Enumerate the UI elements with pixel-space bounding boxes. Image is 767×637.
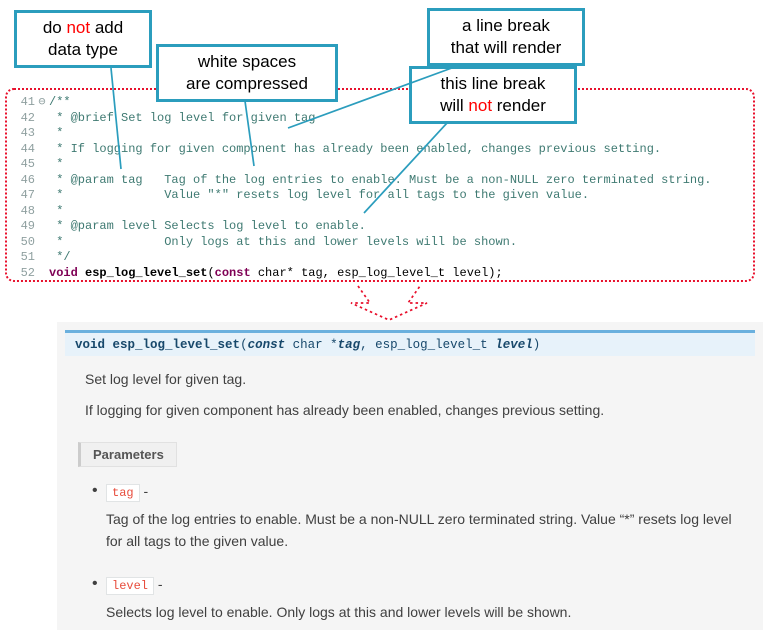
list-item: level - Selects log level to enable. Onl… (92, 575, 743, 623)
const-keyword: const (247, 338, 286, 352)
code-line-declaration: 52 void esp_log_level_set(const char* tag… (11, 266, 753, 282)
param-description: Tag of the log entries to enable. Must b… (106, 511, 732, 549)
code-line: 51 */ (11, 250, 753, 266)
code-line: 43 * (11, 126, 753, 142)
code-text: * @param tag Tag of the log entries to e… (49, 172, 712, 187)
code-line: 47 * Value "*" resets log level for all … (11, 188, 753, 204)
param-code-chip: level (106, 577, 155, 595)
callout-whitespace-compressed: white spaces are compressed (156, 44, 338, 102)
brief-description: Set log level for given tag. (85, 371, 247, 387)
param-head: level - (106, 576, 743, 595)
param-name: level (495, 338, 533, 352)
callout-line-break-renders: a line break that will render (427, 8, 585, 66)
code-token: char* tag, esp_log_level_t level); (250, 265, 503, 280)
return-type: void (75, 338, 106, 352)
line-number: 52 (20, 265, 35, 280)
detailed-description: If logging for given component has alrea… (85, 402, 605, 418)
code-text: /** (49, 95, 71, 109)
fold-icon: ⊖ (38, 95, 46, 109)
code-line: 49 * @param level Selects log level to e… (11, 219, 753, 235)
param-type: esp_log_level_t (375, 338, 488, 352)
list-item: tag - Tag of the log entries to enable. … (92, 482, 743, 552)
param-name: tag (337, 338, 361, 352)
parameters-heading: Parameters (78, 442, 177, 467)
callout-text: that will render (450, 38, 562, 57)
param-head: tag - (106, 483, 743, 502)
code-line: 41⊖/** (11, 95, 753, 111)
code-text: * If logging for given component has alr… (49, 141, 662, 156)
code-line: 44 * If logging for given component has … (11, 142, 753, 158)
code-token: esp_log_level_set (85, 265, 208, 280)
code-token (78, 266, 85, 280)
line-number: 47 (20, 188, 35, 202)
code-text: * Value "*" resets log level for all tag… (49, 188, 590, 202)
line-number: 43 (20, 126, 35, 140)
code-text: * Only logs at this and lower levels wil… (49, 234, 518, 249)
callout-text: do not add (42, 18, 124, 37)
dotted-arrow-icon (350, 285, 428, 321)
parameter-list: tag - Tag of the log entries to enable. … (57, 482, 763, 623)
code-editor: 41⊖/** 42 * @brief Set log level for giv… (5, 88, 755, 282)
code-line: 48 * (11, 204, 753, 220)
callout-text: a line break (462, 16, 550, 35)
line-number: 46 (20, 172, 35, 187)
code-text: */ (49, 250, 71, 264)
code-text: * (49, 157, 64, 171)
code-line: 46 * @param tag Tag of the log entries t… (11, 173, 753, 189)
highlighted-word: not (468, 96, 493, 115)
rendered-docs: void esp_log_level_set(const char *tag, … (57, 322, 763, 630)
function-name: esp_log_level_set (112, 338, 241, 352)
code-line: 45 * (11, 157, 753, 173)
code-line: 42 * @brief Set log level for given tag (11, 111, 753, 127)
code-text: * @param level Selects log level to enab… (49, 219, 366, 233)
code-line: 50 * Only logs at this and lower levels … (11, 235, 753, 251)
callout-text: white spaces (197, 52, 297, 71)
line-number: 45 (20, 157, 35, 171)
param-code-chip: tag (106, 484, 140, 502)
callout-line-break-not-render: this line break will not render (409, 66, 577, 124)
code-token: void (49, 265, 78, 280)
function-signature: void esp_log_level_set(const char *tag, … (65, 330, 755, 356)
code-text: * (49, 203, 64, 218)
line-number: 48 (20, 203, 35, 218)
code-text: * (49, 126, 64, 140)
code-text: * @brief Set log level for given tag (49, 110, 316, 125)
highlighted-word: not (66, 18, 91, 37)
line-number: 41 (20, 95, 35, 109)
callout-text: data type (48, 40, 118, 59)
line-number: 50 (20, 234, 35, 249)
line-number: 42 (20, 110, 35, 125)
line-number: 49 (20, 219, 35, 233)
code-token: ( (207, 265, 215, 280)
callout-text: are compressed (186, 74, 308, 93)
line-number: 51 (20, 250, 35, 264)
callout-no-data-type: do not add data type (14, 10, 152, 68)
code-token: const (214, 265, 251, 280)
param-description: Selects log level to enable. Only logs a… (106, 604, 572, 620)
line-number: 44 (20, 141, 35, 156)
callout-text: this line break (440, 74, 546, 93)
callout-text: will not render (440, 96, 546, 115)
